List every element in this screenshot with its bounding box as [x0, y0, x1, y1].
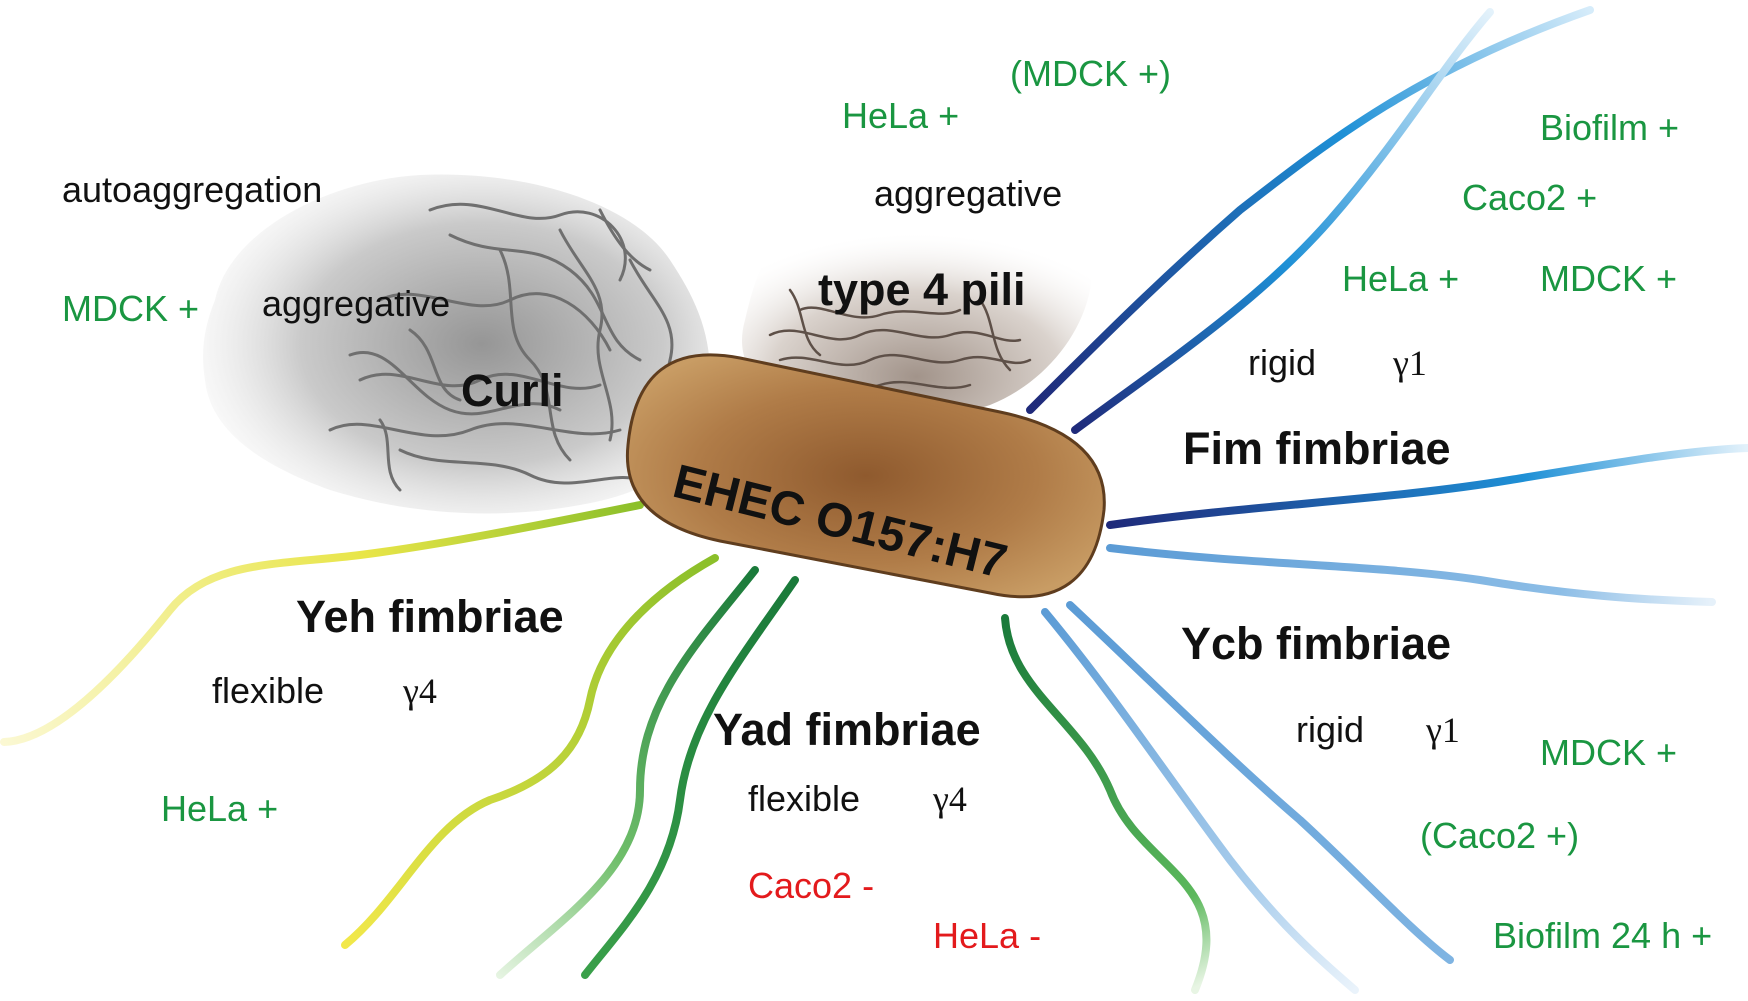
fim-label-gamma: γ1: [1393, 343, 1427, 383]
curli-label-autoaggregation: autoaggregation: [62, 169, 323, 210]
fim-label-caco2: Caco2 +: [1462, 177, 1598, 218]
yad-label-gamma: γ4: [933, 779, 967, 819]
fim-label-hela: HeLa +: [1342, 258, 1460, 299]
yad-label-hela: HeLa -: [933, 915, 1042, 956]
fim-label-biofilm: Biofilm +: [1540, 107, 1680, 148]
type4pili-label-aggregative: aggregative: [874, 173, 1063, 214]
type4pili-title: type 4 pili: [818, 264, 1026, 315]
type4pili-cloud: [742, 213, 1092, 418]
yad-label-flexible: flexible: [748, 778, 861, 819]
yeh-label-gamma: γ4: [403, 671, 437, 711]
yad-title: Yad fimbriae: [713, 704, 981, 755]
ycb-label-caco2: (Caco2 +): [1420, 815, 1580, 856]
fim-label-rigid: rigid: [1248, 342, 1317, 383]
type4pili-label-mdck: (MDCK +): [1010, 53, 1171, 94]
ycb-title: Ycb fimbriae: [1181, 618, 1452, 669]
ycb-label-biofilm: Biofilm 24 h +: [1493, 915, 1713, 956]
type4pili-label-hela: HeLa +: [842, 95, 960, 136]
fim-label-mdck: MDCK +: [1540, 258, 1678, 299]
fim-fimbriae-lines: [1026, 6, 1748, 529]
yeh-label-hela: HeLa +: [161, 788, 279, 829]
yad-label-caco2: Caco2 -: [748, 865, 875, 906]
ehec-cell: [625, 353, 1106, 599]
curli-label-aggregative: aggregative: [262, 283, 451, 324]
ycb-fimbriae-lines: [1041, 544, 1716, 994]
yad-fimbriae-lines: [496, 566, 1211, 994]
fim-title: Fim fimbriae: [1183, 423, 1451, 474]
ycb-label-mdck: MDCK +: [1540, 732, 1678, 773]
ycb-label-rigid: rigid: [1296, 709, 1365, 750]
curli-label-mdck: MDCK +: [62, 288, 200, 329]
yeh-fimbriae-lines: [0, 501, 719, 949]
curli-title: Curli: [461, 365, 564, 416]
yeh-label-flexible: flexible: [212, 670, 325, 711]
yeh-title: Yeh fimbriae: [296, 591, 564, 642]
ycb-label-gamma: γ1: [1426, 710, 1460, 750]
